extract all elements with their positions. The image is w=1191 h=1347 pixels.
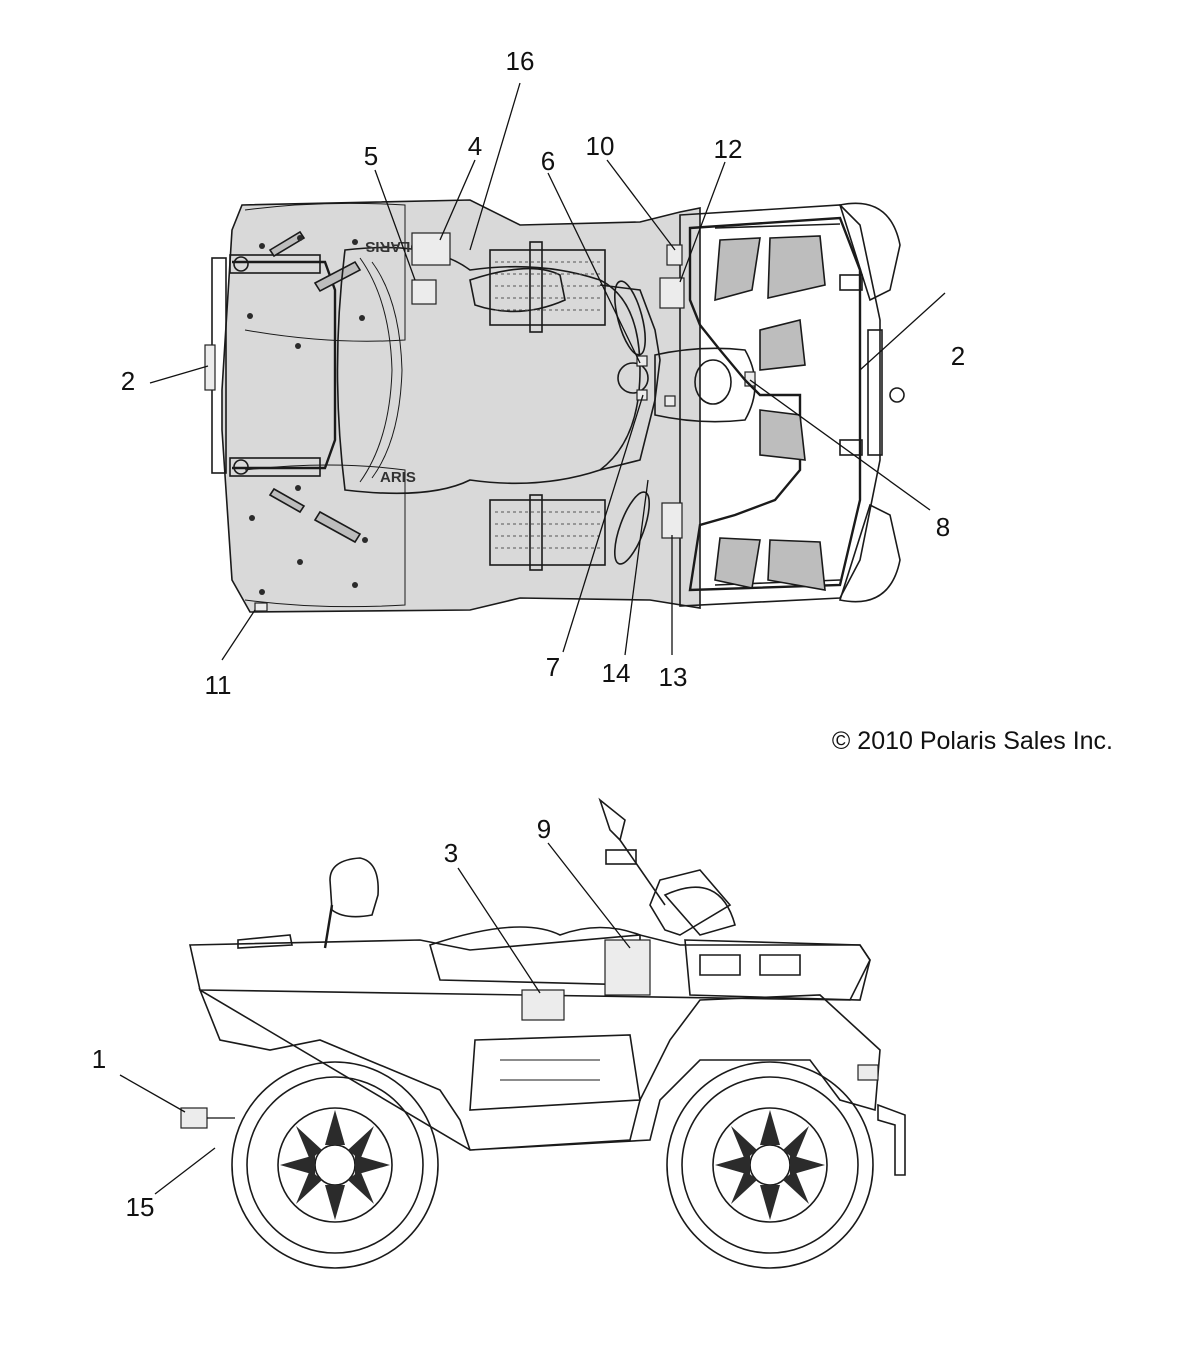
brand-mark-aris: ARIS (380, 469, 416, 486)
callout-11: 11 (205, 670, 232, 700)
decal-13 (661, 502, 683, 539)
rear-tire (231, 1061, 439, 1269)
decal-9 (604, 939, 651, 996)
callout-10: 10 (586, 131, 615, 161)
atv-side-view (180, 797, 906, 1269)
decal-6 (636, 355, 648, 367)
left-footwell (489, 241, 606, 333)
callout-15: 15 (126, 1192, 155, 1222)
callout-6: 6 (541, 146, 555, 176)
side-view-leaders (119, 842, 631, 1195)
decal-4 (411, 232, 451, 266)
decal-3 (521, 989, 565, 1021)
callout-8: 8 (936, 512, 950, 542)
callout-5: 5 (364, 141, 378, 171)
callout-3: 3 (444, 838, 458, 868)
callout-12: 12 (714, 134, 743, 164)
callout-1: 1 (92, 1044, 106, 1074)
callout-2-rear: 2 (121, 366, 135, 396)
callout-16: 16 (506, 46, 535, 76)
front-rack (679, 204, 881, 607)
decal-1 (180, 1107, 208, 1129)
front-hitch (889, 387, 905, 403)
decal-10 (666, 244, 683, 266)
top-view-leaders (149, 82, 946, 661)
callout-2-front: 2 (951, 341, 965, 371)
callout-13: 13 (659, 662, 688, 692)
decal-11 (254, 602, 268, 612)
callout-14: 14 (602, 658, 631, 688)
side-view-callouts: 3 9 1 15 (92, 814, 551, 1222)
decal-12 (659, 277, 685, 309)
decal-5 (411, 279, 437, 305)
top-view-callouts: 16 5 4 6 10 12 2 2 8 11 7 14 13 (121, 46, 965, 700)
front-tire (666, 1061, 874, 1269)
callout-4: 4 (468, 131, 482, 161)
callout-7: 7 (546, 652, 560, 682)
copyright-notice: © 2010 Polaris Sales Inc. (832, 727, 1113, 755)
atv-top-view: POLARIS ARIS (204, 199, 905, 613)
right-footwell (489, 494, 606, 571)
decal-2-rear (204, 344, 216, 391)
callout-9: 9 (537, 814, 551, 844)
